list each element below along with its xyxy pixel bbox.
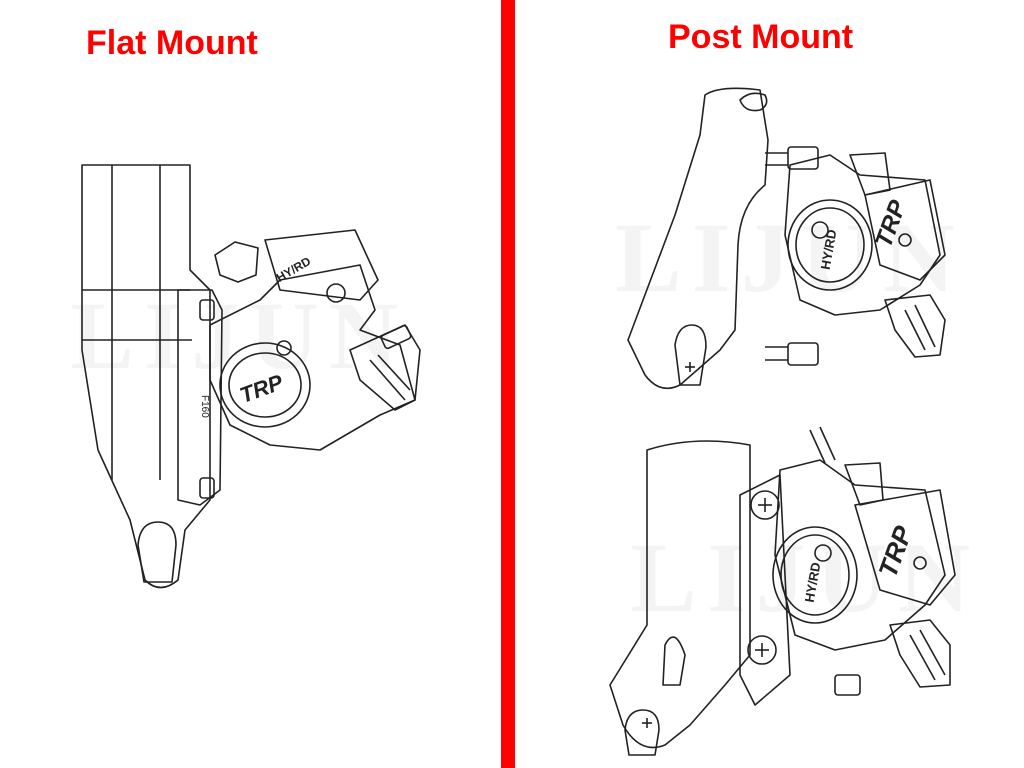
dropout-slot [137, 521, 177, 583]
title-flat-mount: Flat Mount [86, 24, 258, 62]
fork-leg [81, 164, 211, 589]
flat-mount-rotor-label: F160 [199, 395, 210, 418]
panel-divider [501, 0, 515, 768]
caliper-model-label-top: HY/RD [818, 228, 840, 270]
watermark-left: LIJUN [70, 280, 408, 391]
frame-dropout [627, 87, 769, 390]
caliper-body [209, 264, 416, 451]
title-post-mount: Post Mount [668, 18, 854, 56]
caliper-model-label-bottom: HY/RD [802, 561, 824, 603]
caliper-model-label: HY/RD [274, 254, 314, 285]
caliper-body-bottom [774, 459, 946, 651]
flat-mount-diagram: TRP HY/RD F160 [81, 164, 421, 589]
caliper-brand-label: TRP [236, 369, 286, 408]
caliper-body-top [784, 154, 941, 316]
caliper-brand-label-bottom: TRP [872, 521, 918, 581]
fork-leg-bottom [609, 440, 751, 749]
caliper-brand-label-top: TRP [870, 196, 912, 251]
caliper-piston [219, 342, 311, 428]
post-mount-adaptor [739, 474, 791, 706]
flat-mount-adaptor [177, 289, 223, 506]
watermark-right-top: LIJUN [615, 200, 965, 315]
post-mount-diagram-top: TRP HY/RD [627, 87, 946, 390]
post-mount-diagram-bottom: TRP HY/RD [609, 426, 956, 756]
